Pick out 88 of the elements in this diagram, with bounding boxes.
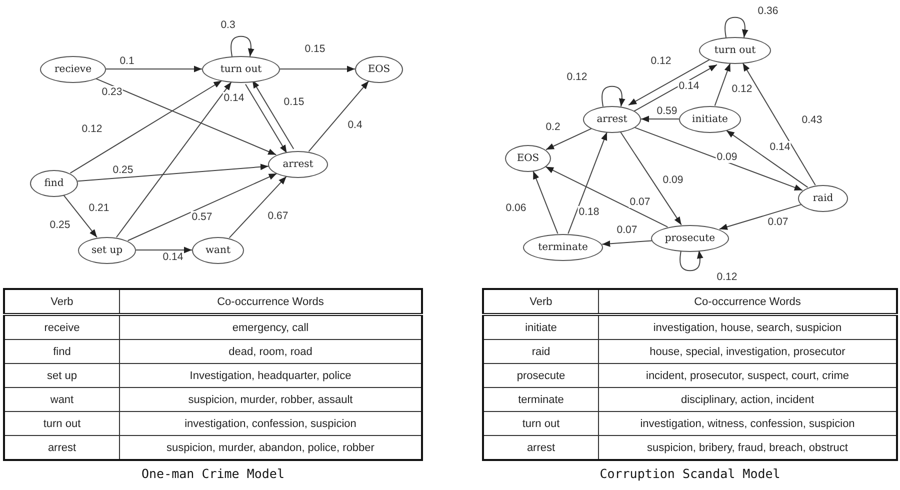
arrow bbox=[106, 66, 202, 72]
arrow bbox=[252, 80, 294, 150]
arrow bbox=[601, 86, 626, 107]
verb-cell: initiate bbox=[483, 314, 598, 340]
caption: Corruption Scandal Model bbox=[600, 466, 780, 481]
edge-label: 0.23 bbox=[100, 86, 124, 98]
arrow bbox=[620, 131, 682, 226]
ellipse-node: prosecute bbox=[651, 224, 729, 252]
caption: One-man Crime Model bbox=[142, 466, 284, 481]
ellipse-node: find bbox=[30, 170, 78, 196]
edge-label: 0.12 bbox=[566, 71, 588, 83]
ellipse-node: arrest bbox=[583, 106, 641, 132]
edge-label: 0.1 bbox=[118, 55, 136, 67]
edge-label: 0.15 bbox=[304, 43, 326, 55]
arrow bbox=[280, 66, 356, 72]
edge-label: 0.12 bbox=[716, 271, 738, 283]
arrow bbox=[77, 164, 269, 182]
arrow bbox=[95, 78, 277, 156]
edge-label: 0.14 bbox=[222, 92, 246, 104]
edge-label: 0.18 bbox=[578, 206, 600, 218]
verb-cell: Verb bbox=[4, 289, 120, 314]
edge-label: 0.43 bbox=[800, 114, 824, 126]
arrow bbox=[568, 132, 608, 234]
edge-label: 0.4 bbox=[346, 119, 364, 131]
edge-label: 0.3 bbox=[220, 19, 236, 31]
arrow bbox=[742, 62, 816, 186]
edge-label: 0.12 bbox=[650, 55, 672, 67]
ellipse-node: set up bbox=[78, 236, 136, 264]
edge-label: 0.12 bbox=[730, 83, 754, 95]
arrow bbox=[726, 130, 808, 188]
ellipse-node: arrest bbox=[268, 150, 328, 178]
arrow bbox=[228, 176, 287, 238]
arrow bbox=[724, 16, 748, 38]
edge-label: 0.06 bbox=[504, 202, 528, 214]
edge-label: 0.09 bbox=[662, 174, 684, 186]
arrow bbox=[70, 80, 222, 174]
verb-cell: Verb bbox=[483, 289, 598, 314]
ellipse-node: EOS bbox=[505, 144, 551, 172]
verb-cell: turn out bbox=[4, 412, 120, 436]
arrow bbox=[532, 170, 558, 234]
arrow bbox=[546, 128, 592, 150]
arrow bbox=[127, 173, 278, 242]
verb-cell: receive bbox=[4, 314, 120, 340]
arrow bbox=[116, 82, 232, 238]
edge-label: 0.2 bbox=[544, 121, 562, 133]
edge-label: 0.14 bbox=[678, 80, 700, 92]
arrow bbox=[718, 204, 802, 230]
arrow bbox=[640, 116, 680, 122]
arrow bbox=[63, 194, 98, 238]
edge-label: 0.07 bbox=[766, 216, 790, 228]
verb-cell: find bbox=[4, 340, 120, 364]
arrow bbox=[308, 80, 370, 152]
edge-label: 0.59 bbox=[656, 105, 678, 117]
verb-cell: want bbox=[4, 388, 120, 412]
ellipse-node: recieve bbox=[40, 56, 106, 82]
arrow bbox=[632, 64, 718, 113]
arrow bbox=[230, 36, 254, 57]
verb-cell: turn out bbox=[483, 412, 598, 436]
edge-label: 0.09 bbox=[716, 151, 738, 163]
edge-label: 0.07 bbox=[616, 224, 638, 236]
verb-cell: terminate bbox=[483, 388, 598, 412]
arrow bbox=[714, 62, 731, 106]
edge-label: 0.36 bbox=[756, 5, 780, 17]
verb-cell: prosecute bbox=[483, 364, 598, 388]
ellipse-node: want bbox=[192, 236, 244, 264]
edge-label: 0.67 bbox=[266, 210, 290, 222]
arrow bbox=[602, 240, 652, 247]
verb-cell: raid bbox=[483, 340, 598, 364]
ellipse-node: terminate bbox=[523, 234, 603, 260]
edge-label: 0.25 bbox=[112, 164, 134, 176]
edge-label: 0.25 bbox=[48, 219, 72, 231]
edge-label: 0.07 bbox=[628, 196, 652, 208]
edge-label: 0.21 bbox=[88, 202, 110, 214]
verb-cell: set up bbox=[4, 364, 120, 388]
ellipse-node: EOS bbox=[355, 56, 403, 82]
arrow bbox=[679, 250, 704, 272]
ellipse-node: turn out bbox=[202, 56, 280, 82]
edge-label: 0.14 bbox=[162, 251, 184, 263]
ellipse-node: turn out bbox=[699, 36, 771, 64]
arrow bbox=[545, 166, 668, 228]
ellipse-node: initiate bbox=[679, 106, 741, 132]
edge-label: 0.57 bbox=[190, 211, 214, 223]
arrow bbox=[634, 126, 803, 191]
arrow bbox=[136, 246, 192, 254]
edge-label: 0.12 bbox=[80, 123, 104, 135]
ellipse-node: raid bbox=[798, 184, 848, 212]
edge-label: 0.14 bbox=[768, 141, 792, 153]
edge-label: 0.15 bbox=[282, 96, 306, 108]
